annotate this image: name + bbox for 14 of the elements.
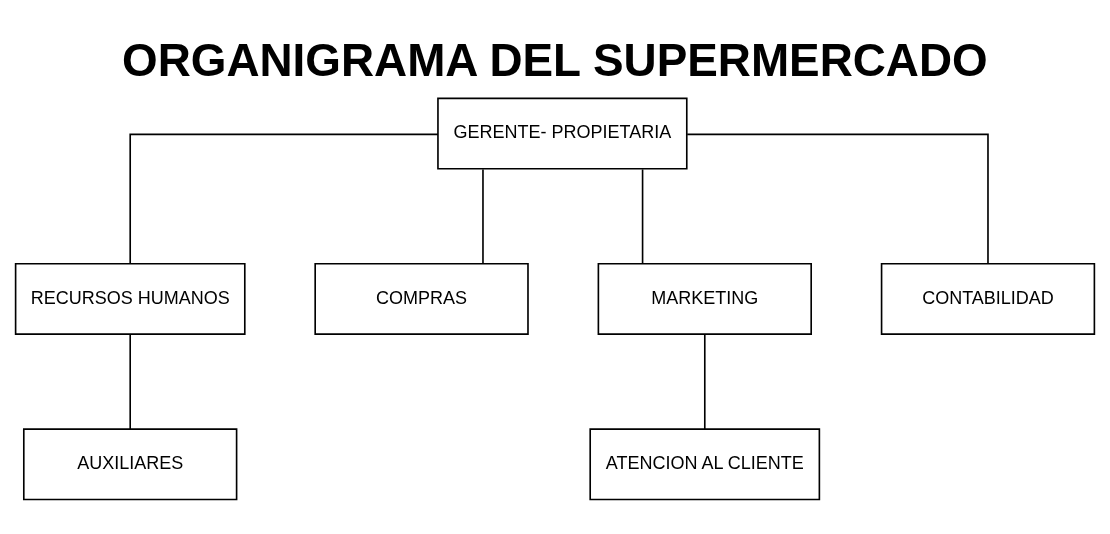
- connector: [703, 334, 706, 430]
- connector: [482, 168, 484, 265]
- diagram-title: ORGANIGRAMA DEL SUPERMERCADO: [122, 35, 988, 87]
- node-box: MARKETING: [597, 262, 812, 335]
- node-box: RECURSOS HUMANOS: [14, 262, 246, 335]
- connector: [129, 334, 131, 430]
- connector: [129, 133, 439, 265]
- connector: [641, 168, 644, 265]
- node-box: GERENTE- PROPIETARIA: [437, 97, 688, 170]
- connector: [686, 133, 989, 265]
- node-box: AUXILIARES: [23, 428, 238, 501]
- node-box: COMPRAS: [314, 262, 529, 335]
- node-box: CONTABILIDAD: [880, 262, 1096, 335]
- node-box: ATENCION AL CLIENTE: [589, 428, 821, 501]
